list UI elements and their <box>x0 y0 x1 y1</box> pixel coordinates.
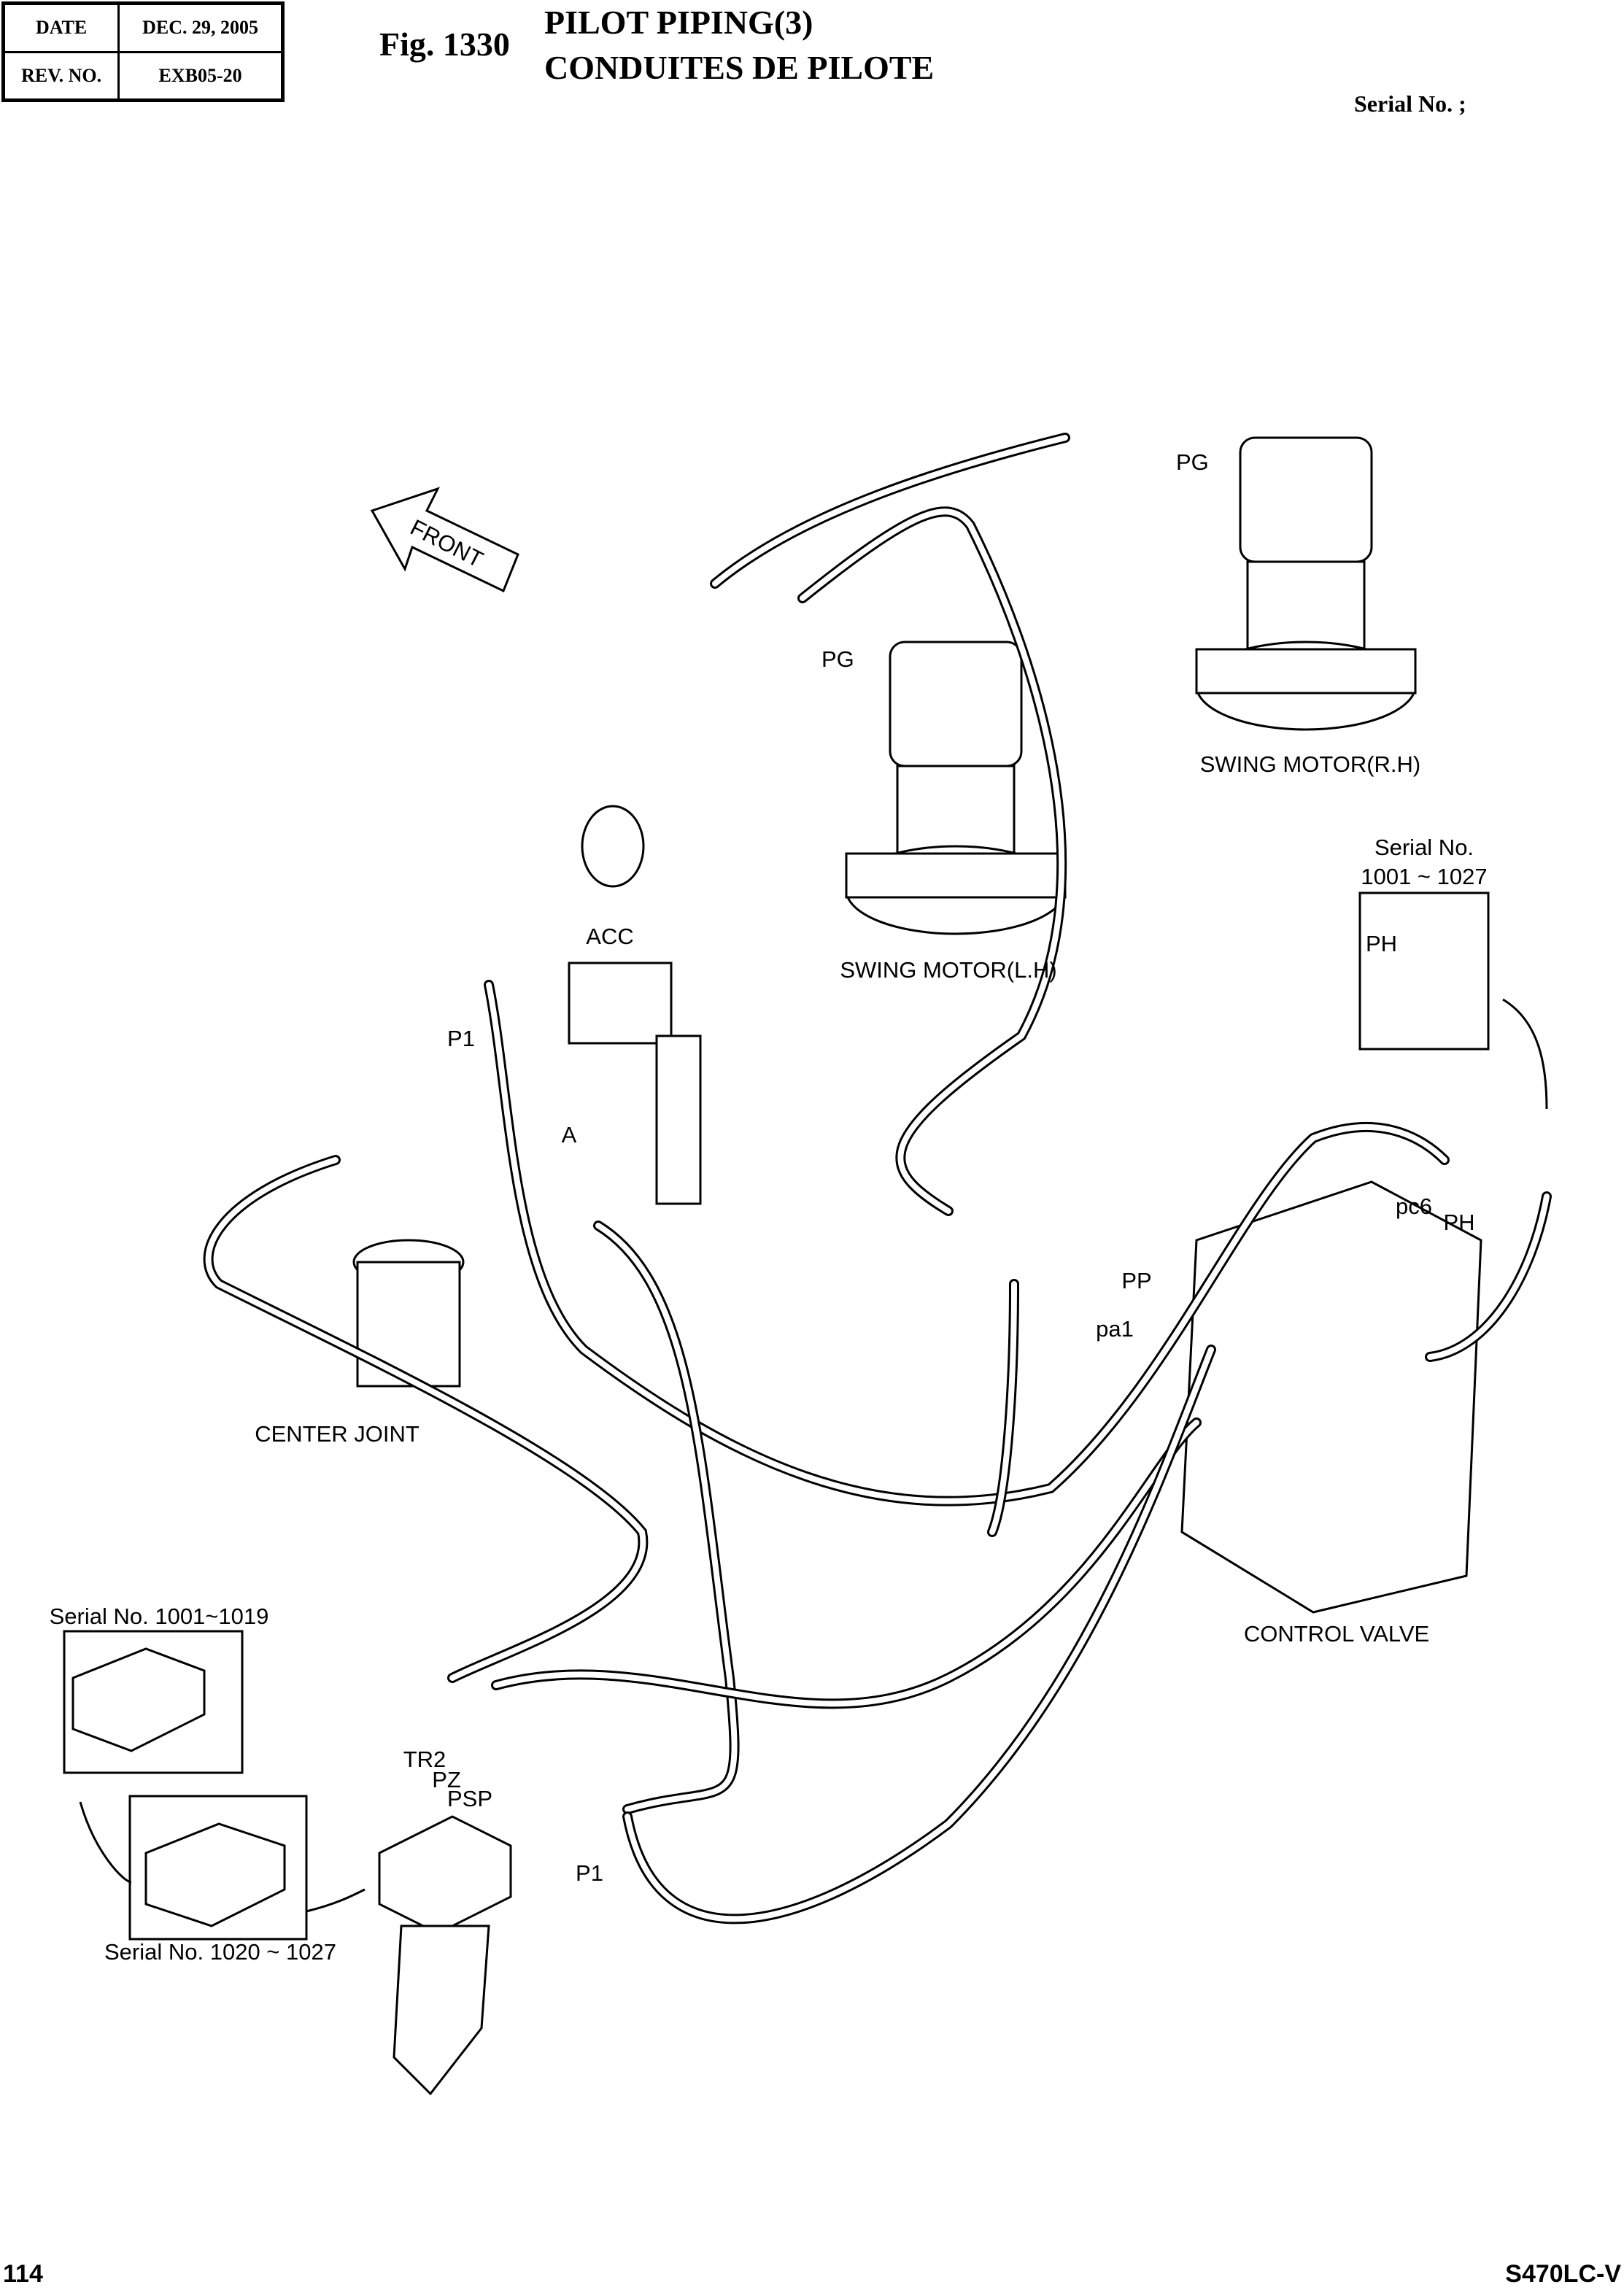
label-control-valve: CONTROL VALVE <box>1244 1621 1429 1647</box>
label-ph: PH <box>1443 1210 1474 1235</box>
inset-ph-fitting <box>1358 891 1548 1110</box>
rev-label: REV. NO. <box>1 50 120 101</box>
label-p1-upper: P1 <box>447 1026 475 1051</box>
model-number: S470LC-V <box>1505 2260 1621 2288</box>
rev-value: EXB05-20 <box>117 50 284 101</box>
accumulator <box>568 805 702 1205</box>
label-pa1: pa1 <box>1096 1316 1134 1342</box>
label-p1-lower: P1 <box>576 1860 603 1886</box>
figure-number: Fig. 1330 <box>379 26 510 63</box>
label-acc: ACC <box>586 924 633 949</box>
label-pz: PZ <box>432 1767 461 1792</box>
serial-number: Serial No. ; <box>1354 90 1466 117</box>
pilot-manifold <box>378 1815 512 2096</box>
date-label: DATE <box>1 2 120 53</box>
label-pg-lower: PG <box>821 646 854 672</box>
label-pg-upper: PG <box>1176 449 1209 475</box>
label-tr2: TR2 <box>403 1746 446 1772</box>
page-number: 114 <box>3 2260 43 2288</box>
label-inset-serial: Serial No. <box>1374 835 1474 860</box>
label-swing-motor-lh: SWING MOTOR(L.H) <box>840 957 1056 983</box>
label-inset-serial-range: 1001 ~ 1027 <box>1361 864 1487 889</box>
page-title-french: CONDUITES DE PILOTE <box>544 49 935 86</box>
label-pc6: pc6 <box>1396 1194 1432 1219</box>
inset-manifold-late <box>79 1795 366 1941</box>
label-psp: PSP <box>447 1786 492 1811</box>
label-inset-serial-1020-1027: Serial No. 1020 ~ 1027 <box>104 1939 336 1965</box>
label-a: A <box>562 1122 577 1148</box>
control-valve <box>1180 1180 1482 1614</box>
label-center-joint: CENTER JOINT <box>255 1421 419 1447</box>
label-inset-ph: PH <box>1366 931 1397 956</box>
front-arrow-icon: FRONT <box>370 487 519 593</box>
label-inset-serial-1001-1019: Serial No. 1001~1019 <box>50 1604 269 1629</box>
label-pp: PP <box>1121 1268 1151 1293</box>
label-swing-motor-rh: SWING MOTOR(R.H) <box>1200 751 1421 777</box>
swing-motor-rh <box>1195 436 1417 731</box>
date-value: DEC. 29, 2005 <box>117 2 284 53</box>
pilot-hoses <box>203 433 1552 1925</box>
inset-manifold-early <box>63 1630 244 1774</box>
revision-table: DATE DEC. 29, 2005 REV. NO. EXB05-20 <box>1 1 285 102</box>
page-title: PILOT PIPING(3) <box>544 4 813 41</box>
